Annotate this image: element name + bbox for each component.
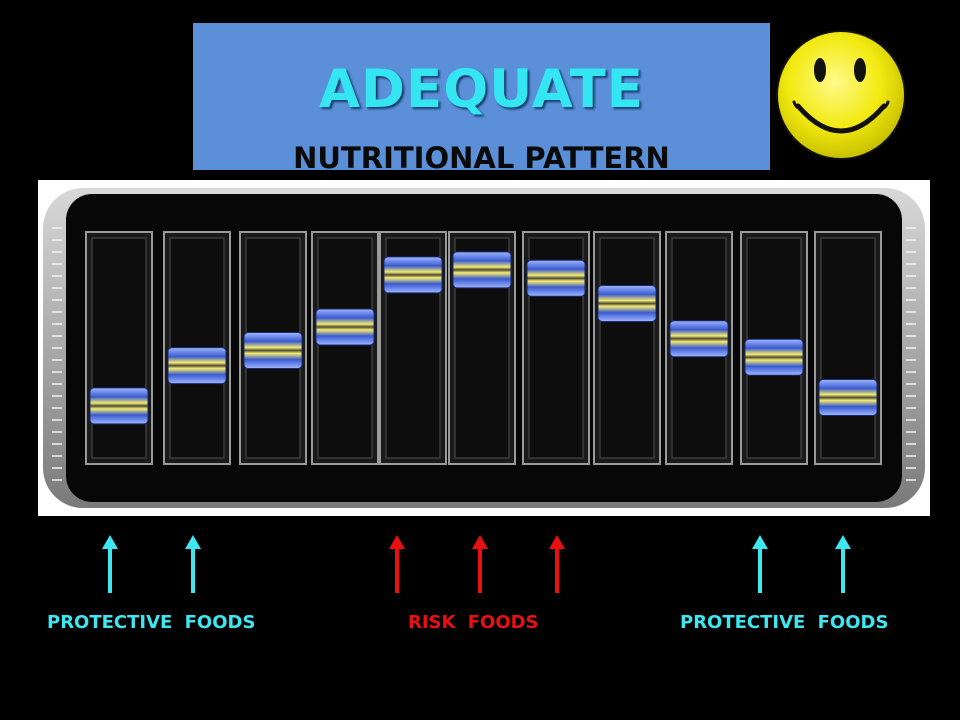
smiley-face-icon xyxy=(776,30,906,160)
slider-channel[interactable] xyxy=(522,231,590,465)
equalizer-panel xyxy=(38,180,930,516)
title-banner: ADEQUATE NUTRITIONAL PATTERN xyxy=(193,23,770,175)
risk-food-arrow xyxy=(472,535,488,593)
slider-channel[interactable] xyxy=(593,231,661,465)
slider-channel[interactable] xyxy=(239,231,307,465)
risk-food-arrow xyxy=(389,535,405,593)
slider-channel[interactable] xyxy=(740,231,808,465)
label-protective-foods-left: PROTECTIVE FOODS xyxy=(47,612,256,633)
slider-knob[interactable] xyxy=(744,338,804,376)
slider-knob[interactable] xyxy=(315,308,375,346)
slider-channel[interactable] xyxy=(814,231,882,465)
slider-knob[interactable] xyxy=(669,320,729,358)
slider-knob[interactable] xyxy=(243,331,303,369)
slider-channel[interactable] xyxy=(163,231,231,465)
slider-channel[interactable] xyxy=(665,231,733,465)
slider-knob[interactable] xyxy=(89,387,149,425)
slider-knob[interactable] xyxy=(818,379,878,417)
slider-track xyxy=(91,237,147,459)
slider-track xyxy=(599,237,655,459)
slider-knob[interactable] xyxy=(383,256,443,294)
slider-track xyxy=(820,237,876,459)
slider-knob[interactable] xyxy=(526,259,586,297)
slider-knob[interactable] xyxy=(452,251,512,289)
protective-food-arrow xyxy=(185,535,201,593)
equalizer-graphic xyxy=(43,188,925,508)
protective-food-arrow xyxy=(835,535,851,593)
arrow-row xyxy=(102,535,851,593)
slider-knob[interactable] xyxy=(167,347,227,385)
title-adequate: ADEQUATE xyxy=(319,59,644,120)
slider-track xyxy=(317,237,373,459)
slider-channel[interactable] xyxy=(311,231,379,465)
slider-channel[interactable] xyxy=(448,231,516,465)
scale-ticks-right xyxy=(906,227,916,481)
label-protective-foods-right: PROTECTIVE FOODS xyxy=(680,612,889,633)
label-risk-foods: RISK FOODS xyxy=(408,612,539,633)
slider-knob[interactable] xyxy=(597,284,657,322)
slider-channel[interactable] xyxy=(379,231,447,465)
subtitle-nutritional-pattern: NUTRITIONAL PATTERN xyxy=(293,141,670,175)
scale-ticks-left xyxy=(52,227,62,481)
protective-food-arrow xyxy=(752,535,768,593)
slider-channel[interactable] xyxy=(85,231,153,465)
protective-food-arrow xyxy=(102,535,118,593)
slider-channels[interactable] xyxy=(85,231,882,465)
risk-food-arrow xyxy=(549,535,565,593)
